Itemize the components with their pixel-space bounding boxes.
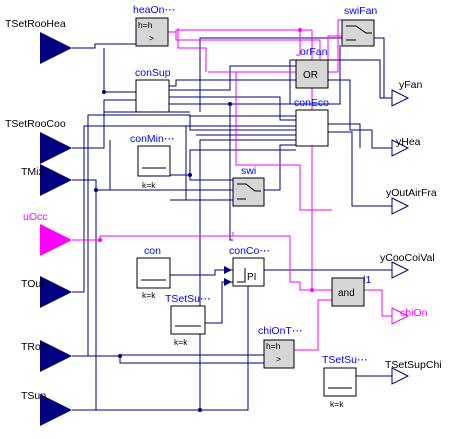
input-TSetRooCoo: TSetRooCoo xyxy=(5,118,72,164)
block-symbol: and xyxy=(338,288,355,299)
block-label: conCo⋯ xyxy=(229,245,270,257)
block-con[interactable]: con k=k xyxy=(136,245,171,300)
block-label: heaOn⋯ xyxy=(133,4,175,16)
output-label: yOutAirFra xyxy=(386,187,437,199)
block-label: chiOnT⋯ xyxy=(258,325,302,337)
output-yHea: yHea xyxy=(391,136,421,157)
input-label: uOcc xyxy=(23,211,48,223)
block-symbol: > xyxy=(149,33,154,43)
output-label: TSetSupChi xyxy=(385,359,442,371)
block-conMin[interactable]: conMin⋯ k=k xyxy=(130,133,174,190)
block-heaOn[interactable]: heaOn⋯ h=h > xyxy=(133,4,175,47)
block-TSetSu-2[interactable]: TSetSu⋯ k=k xyxy=(322,354,368,409)
block-chiOnT[interactable]: chiOnT⋯ h=h > xyxy=(258,325,302,369)
input-TOut: TOut xyxy=(21,276,72,308)
block-conCo[interactable]: conCo⋯ PI xyxy=(224,245,270,287)
block-label: conSup xyxy=(135,67,171,79)
block-param: k=k xyxy=(174,337,188,347)
block-param: k=k xyxy=(142,180,156,190)
input-TMix: TMix xyxy=(21,164,72,196)
block-label: conMin⋯ xyxy=(130,133,174,145)
block-label: orFan xyxy=(300,46,328,58)
input-label: TSup xyxy=(21,390,46,402)
output-label: chiOn xyxy=(400,307,428,319)
output-chiOn: chiOn xyxy=(391,307,428,325)
block-conSup[interactable]: conSup xyxy=(135,67,171,113)
block-conEco[interactable]: conEco xyxy=(294,97,329,147)
output-label: yCooCoiVal xyxy=(380,252,435,264)
output-yFan: yFan xyxy=(391,79,423,107)
junction-dots xyxy=(94,28,314,412)
output-yOutAirFra: yOutAirFra xyxy=(386,187,437,215)
block-symbol: > xyxy=(276,354,281,364)
block-swi[interactable]: swi xyxy=(232,165,265,207)
input-TSetRooHea: TSetRooHea xyxy=(5,18,72,64)
input-label: TOut xyxy=(21,278,44,290)
input-label: TMix xyxy=(21,166,44,178)
block-label: TSetSu⋯ xyxy=(322,354,368,366)
block-param: h=h xyxy=(266,341,281,351)
block-label: swi xyxy=(241,165,256,177)
block-symbol: OR xyxy=(303,70,318,81)
output-yCooCoiVal: yCooCoiVal xyxy=(380,252,435,279)
block-symbol: PI xyxy=(247,272,256,283)
block-TSetSu-1[interactable]: TSetSu⋯ k=k xyxy=(165,293,211,347)
block-param: k=k xyxy=(330,399,344,409)
output-label: yHea xyxy=(396,136,421,148)
output-label: yFan xyxy=(399,79,423,91)
block-param: h=h xyxy=(138,20,153,30)
block-label: conEco xyxy=(294,97,329,109)
block-param: k=k xyxy=(142,290,156,300)
input-label: TRoo xyxy=(21,341,47,353)
block-swiFan[interactable]: swiFan xyxy=(341,5,377,47)
block-orFan[interactable]: orFan OR xyxy=(295,46,329,89)
block-label: con xyxy=(144,245,161,257)
output-TSetSupChi: TSetSupChi xyxy=(385,359,442,385)
input-label: TSetRooHea xyxy=(5,18,66,30)
input-uOcc: uOcc xyxy=(23,211,72,256)
block-and1[interactable]: and1 and xyxy=(331,274,372,307)
input-TRoo: TRoo xyxy=(21,340,72,372)
block-label: swiFan xyxy=(344,5,377,17)
input-label: TSetRooCoo xyxy=(5,118,66,130)
input-TSup: TSup xyxy=(21,390,72,426)
block-label: TSetSu⋯ xyxy=(165,293,211,305)
